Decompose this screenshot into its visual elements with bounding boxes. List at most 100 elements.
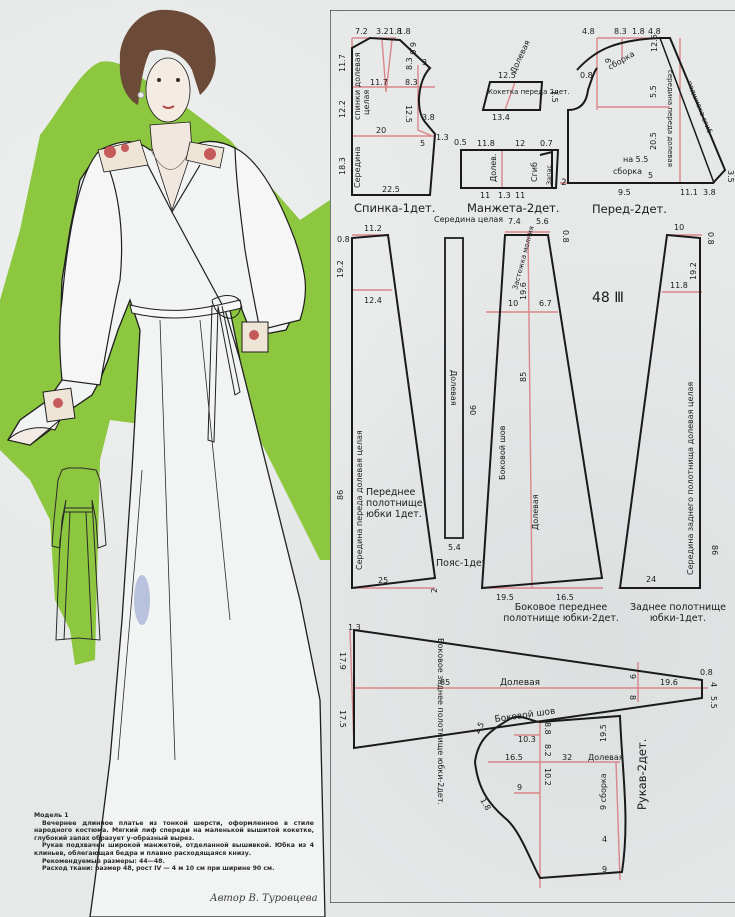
dim: 5 [420, 139, 425, 148]
dim: 20.5 [649, 132, 658, 150]
eye [176, 78, 180, 82]
dim: 1.5 [472, 720, 486, 736]
label: Боковой шов [498, 425, 507, 480]
dim: 5.5 [649, 85, 658, 98]
label: Долевая [500, 678, 540, 688]
sfs-title-wrap: Боковое переднее полотнище юбки-2дет. [503, 602, 619, 624]
label: Долев. [489, 154, 498, 182]
label: подшивка сгиб [685, 80, 713, 135]
dim: 0.7 [540, 139, 553, 148]
dim: 0.8 [337, 235, 350, 244]
dim: 18.3 [338, 157, 347, 175]
dim: 11.2 [364, 224, 382, 233]
dim: 85 [519, 372, 528, 382]
dim: 24 [646, 575, 656, 584]
piece-title: Рукав-2дет. [635, 739, 649, 810]
dim: 22.5 [382, 185, 400, 194]
piece-title: Пояс-1дет. [436, 558, 484, 569]
dim: 10 [508, 299, 518, 308]
dim: 1.3 [348, 623, 361, 632]
caption-paragraph: Вечернее длинное платье из тонкой шерсти… [34, 819, 314, 842]
piece-title: Спинка-1дет. [354, 201, 435, 215]
dim: 12.4 [364, 296, 382, 305]
dim: 11.8 [670, 281, 688, 290]
dim: 2 [430, 588, 439, 593]
dim: 7.2 [355, 27, 368, 36]
piece-cuff: 0.5 11.8 12 0.7 11 1.3 11 Долев. Сгиб За… [454, 138, 560, 215]
dim: 11 [480, 191, 490, 200]
pattern-sheet: .cut{fill:none;stroke:#1a1a1a;stroke-wid… [330, 10, 735, 903]
dim: 4 [709, 682, 718, 687]
dim: 17.5 [338, 710, 347, 728]
dim: 3.8 [422, 113, 435, 122]
label: середина переда долевая [666, 70, 674, 167]
piece-back-skirt: 10 0.8 19.2 11.8 Середина заднего полотн… [618, 223, 726, 624]
label: целая [362, 90, 371, 115]
dim: 19.2 [336, 260, 345, 278]
hair [119, 9, 216, 106]
dim: 0.5 [454, 138, 467, 147]
dim: 9.5 [618, 188, 631, 197]
dim: 12.5 [650, 34, 659, 52]
caption-title: Модель 1 [34, 812, 69, 819]
dim: 8 [628, 695, 637, 700]
dim: 5 [648, 171, 653, 180]
piece-title: Перед-2дет. [592, 202, 667, 216]
belt [129, 299, 243, 319]
dim: 1.8 [398, 27, 411, 36]
dim: 0.8 [706, 232, 715, 245]
piece-front: 4.8 8.3 1.8 4.8 6 сборка 12.5 0.8 5.5 20… [560, 27, 735, 216]
dim: 16.5 [556, 593, 574, 602]
dim: 2 [561, 178, 567, 188]
label: сборка [613, 167, 642, 176]
piece-side-back-skirt: 1.3 17.9 17.5 85 Долевая 9 8 19.6 0.8 4 … [338, 623, 718, 805]
dim: 19.5 [599, 724, 608, 742]
label: Середина целая [434, 215, 503, 224]
dim: 0.8 [561, 230, 570, 243]
dim: 12.5 [498, 71, 516, 80]
belt-tie [207, 295, 242, 443]
hand [7, 419, 61, 446]
skirt-folds [117, 319, 231, 761]
label: Середина [353, 147, 362, 188]
left-sleeve [59, 149, 123, 386]
dim: 3 [422, 58, 427, 67]
label: Долевая [449, 370, 458, 406]
dim: 9 [602, 865, 607, 874]
dim: 16.5 [505, 753, 523, 762]
dim: 11.7 [370, 78, 388, 87]
label: Середина заднего полотнища долевая целая [686, 382, 695, 575]
dim: 20 [376, 126, 386, 135]
dim: 12 [515, 139, 525, 148]
caption-fabric: Расход ткани: размер 48, рост IV — 4 м 1… [42, 865, 275, 873]
dim: 9 [628, 674, 637, 679]
label: Кокетка переда 2дет. [488, 88, 570, 96]
dim: 19.2 [689, 262, 698, 280]
dim: 11.1 [680, 188, 698, 197]
ink-stain [134, 575, 150, 625]
dim: 10.2 [543, 768, 552, 786]
dim: 32 [562, 753, 572, 762]
dim: 17.9 [338, 652, 347, 670]
dim: 85 [440, 678, 450, 687]
dim: 11 [515, 191, 525, 200]
piece-title: Боковое заднее полотнище юбки-2дет. [436, 638, 445, 805]
label: Сгиб [530, 162, 539, 182]
dim: 19.6 [519, 282, 528, 300]
dim: 4.8 [582, 27, 595, 36]
dim: 3.2 [376, 27, 389, 36]
label: 9 сборка [599, 773, 608, 810]
dim: 1.5 [550, 90, 559, 103]
dim: 12.5 [404, 105, 413, 123]
dim: 7.4 [508, 217, 521, 226]
skirt-side-line [239, 359, 301, 601]
dim: 1.8 [632, 27, 645, 36]
dim: 19.5 [496, 593, 514, 602]
piece-title: Боковое переднее полотнище юбки-2дет. [503, 602, 619, 624]
dim: 12.2 [338, 100, 347, 118]
dim: 8.2 [543, 744, 552, 757]
dim: 0.8 [580, 71, 593, 80]
dim: 6 [603, 58, 612, 63]
dim: 0.8 [700, 668, 713, 677]
cuff-rose [249, 330, 259, 340]
